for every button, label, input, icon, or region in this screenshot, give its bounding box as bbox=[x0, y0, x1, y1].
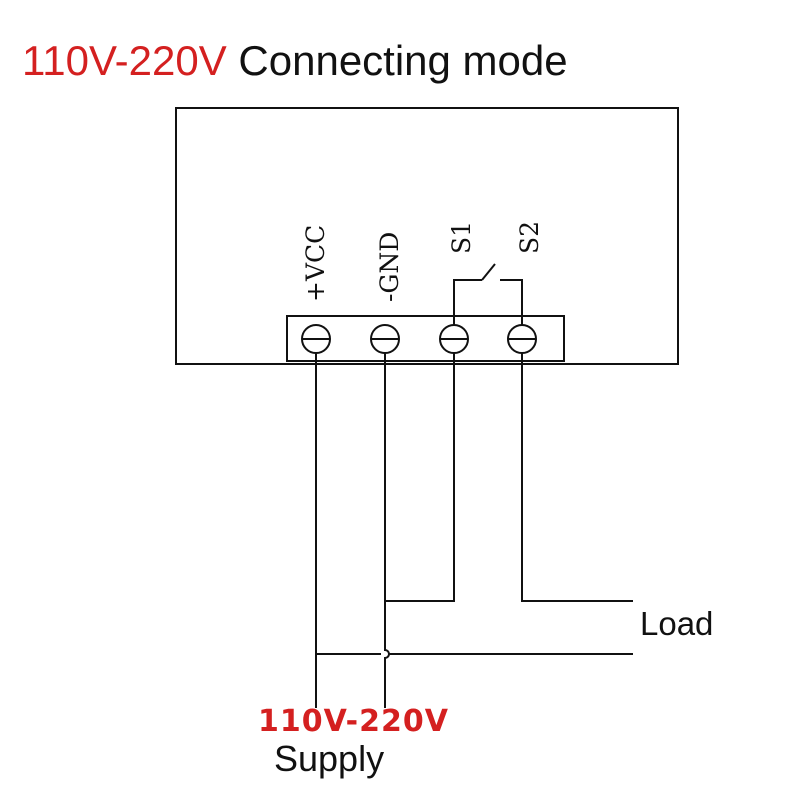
terminal-s2 bbox=[507, 324, 537, 354]
terminal-s1 bbox=[439, 324, 469, 354]
page-title: 110V-220V Connecting mode bbox=[22, 36, 568, 86]
gnd-wire bbox=[384, 353, 390, 708]
relay-switch-icon bbox=[453, 263, 523, 325]
s2-wire bbox=[521, 353, 633, 602]
supply-voltage: 110V-220V bbox=[258, 704, 449, 739]
title-mode: Connecting mode bbox=[238, 37, 568, 84]
controller-box bbox=[175, 107, 679, 365]
load-label: Load bbox=[640, 605, 714, 642]
external-wires bbox=[315, 353, 633, 708]
terminal-gnd bbox=[370, 324, 400, 354]
terminal-vcc bbox=[301, 324, 331, 354]
terminal-label-s2: S2 bbox=[515, 221, 544, 254]
terminal-label-s1: S1 bbox=[447, 221, 476, 254]
terminal-label-gnd: -GND bbox=[375, 232, 404, 302]
s1-wire bbox=[385, 353, 455, 602]
terminal-label-vcc: +VCC bbox=[301, 225, 330, 302]
title-voltage: 110V-220V bbox=[22, 37, 227, 84]
supply-label: Supply bbox=[274, 738, 385, 779]
